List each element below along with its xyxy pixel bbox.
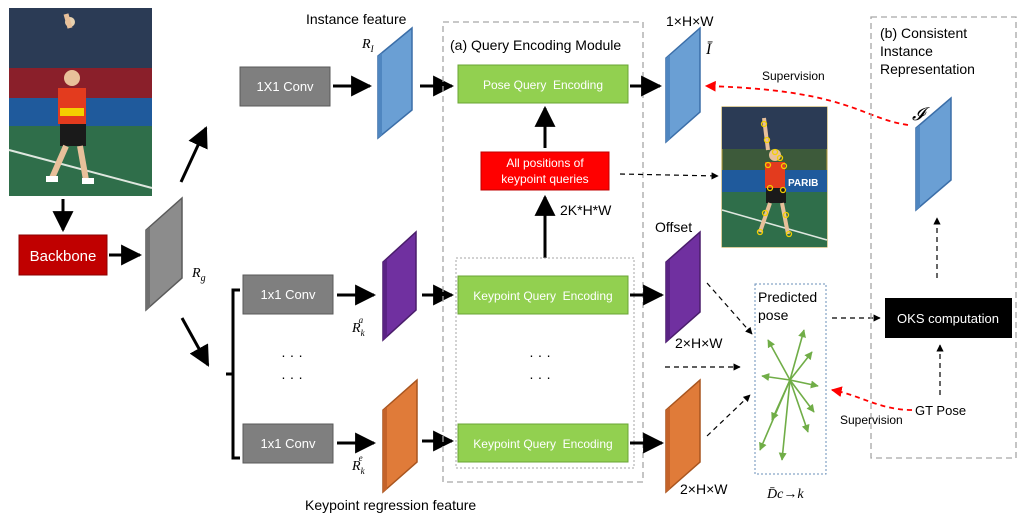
conv-mid-box: [242, 274, 334, 315]
offset-output-map-mid: [665, 230, 701, 344]
query-module-frame: [442, 21, 644, 483]
query-ellipsis: · · ·: [529, 347, 551, 363]
i-bar-label: Ī: [705, 41, 713, 58]
supervision-bottom-arrow: [830, 386, 913, 411]
query-module-title: (a) Query Encoding Module: [450, 37, 621, 53]
backbone-label: Backbone: [30, 248, 97, 265]
keypoint-overlay-image: PARIB: [721, 106, 828, 248]
rka-feature-map: [382, 230, 417, 342]
keypoint-query-label-1: Keypoint Query Encoding: [473, 289, 612, 303]
rke-feature-map: [382, 378, 418, 494]
oks-label: OKS computation: [897, 311, 999, 326]
keypoint-query-box-2: [457, 423, 629, 463]
conv-ellipsis: · · ·: [281, 347, 303, 363]
rg-label: Rg: [191, 266, 206, 284]
supervision-top-label: Supervision: [762, 69, 825, 83]
keypoint-regression-label: Keypoint regression feature: [305, 497, 476, 513]
predicted-line1: Predicted: [758, 289, 817, 305]
positions-line1: All positions of: [506, 156, 584, 170]
conv-bottom-box: [242, 423, 334, 464]
consistent-title-line3: Representation: [880, 61, 975, 77]
keypoint-query-box-1: [457, 275, 629, 315]
consistent-title-line2: Instance: [880, 43, 933, 59]
predicted-offset-vectors: [759, 329, 819, 461]
pose-query-box: [457, 64, 629, 104]
dim-2hw-bottom-label: 2×H×W: [680, 481, 728, 497]
svg-text:PARIB: PARIB: [788, 178, 818, 189]
keypoint-query-label-2: Keypoint Query Encoding: [473, 437, 612, 451]
conv-mid-label: 1x1 Conv: [261, 287, 316, 302]
consistent-title-line1: (b) Consistent: [880, 25, 967, 41]
svg-text:· · ·: · · ·: [529, 369, 551, 385]
svg-text:· · ·: · · ·: [281, 369, 303, 385]
input-image: [8, 8, 153, 196]
rke-label: Rke: [351, 453, 366, 476]
conv-bottom-label: 1x1 Conv: [261, 436, 316, 451]
predicted-line2: pose: [758, 307, 789, 323]
branch-bracket: [231, 288, 240, 460]
dim-2hw-mid-label: 2×H×W: [675, 335, 723, 351]
oks-computation-box: [885, 298, 1012, 338]
predicted-pose-frame: [754, 283, 827, 475]
rka-label: Rka: [351, 315, 366, 338]
conv-top-label: 1X1 Conv: [256, 79, 314, 94]
backbone-box: [18, 234, 108, 276]
keypoint-positions-box: [480, 151, 610, 191]
pose-query-label: Pose Query Encoding: [483, 78, 603, 92]
offset-output-map-bottom: [665, 378, 701, 494]
ri-label: RI: [361, 37, 375, 54]
i-bar-output-map: [665, 26, 701, 144]
offset-label: Offset: [655, 219, 692, 235]
rg-to-top-arrow: [179, 126, 208, 183]
conv-top-box: [239, 66, 331, 107]
d-bar-label: D̄c→k: [766, 487, 804, 502]
instance-feature-label: Instance feature: [306, 11, 407, 27]
gt-pose-label: GT Pose: [915, 403, 966, 418]
rg-to-bottom-arrow: [180, 317, 210, 367]
dim-1hw-label: 1×H×W: [666, 13, 714, 29]
supervision-bottom-label: Supervision: [840, 413, 903, 427]
consistent-frame: [870, 16, 1017, 459]
instance-feature-map: [377, 26, 413, 140]
positions-line2: keypoint queries: [501, 172, 588, 186]
rg-feature-map: [145, 196, 183, 312]
keypoint-inner-frame: [455, 257, 635, 469]
dim-2k-label: 2K*H*W: [560, 202, 612, 218]
